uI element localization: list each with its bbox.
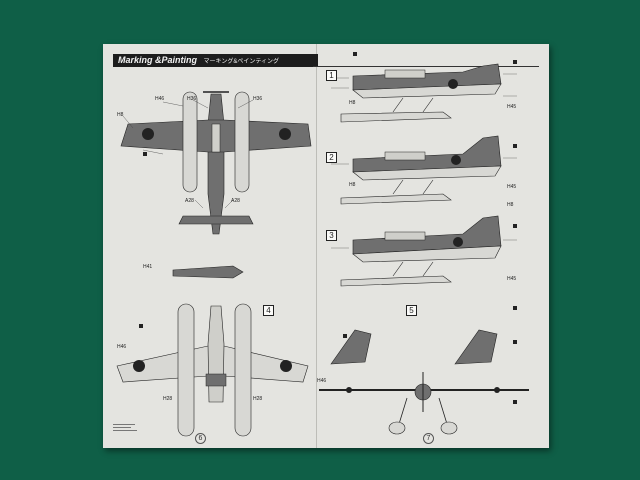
underside-aircraft bbox=[116, 265, 309, 437]
side-view-1 bbox=[340, 63, 502, 123]
scheme-number: 4 bbox=[263, 305, 274, 316]
marking-painting-header: Marking &Painting マーキング&ペインティング bbox=[113, 54, 318, 67]
scheme-number: 3 bbox=[326, 230, 337, 241]
header-subtitle: マーキング&ペインティング bbox=[203, 59, 279, 65]
instruction-sheet: Marking &Painting マーキング&ペインティング bbox=[103, 44, 549, 448]
callout-label: H46 bbox=[117, 344, 127, 350]
callout-label: H28 bbox=[253, 396, 263, 402]
callout-label: H28 bbox=[163, 396, 173, 402]
callout-label: H8 bbox=[349, 100, 356, 106]
callout-label: H46 bbox=[317, 378, 327, 384]
credit-text-block bbox=[113, 424, 137, 431]
scheme-number: 5 bbox=[406, 305, 417, 316]
callout-label: H46 bbox=[155, 96, 165, 102]
callout-label: H8 bbox=[349, 182, 356, 188]
tail-views bbox=[330, 329, 498, 365]
callout-label: H36 bbox=[187, 96, 197, 102]
page-number: 7 bbox=[423, 433, 434, 444]
callout-label: H45 bbox=[507, 184, 517, 190]
center-fold bbox=[316, 44, 317, 448]
side-view-2 bbox=[340, 135, 502, 205]
callout-label: H36 bbox=[253, 96, 263, 102]
scheme-number: 1 bbox=[326, 70, 337, 81]
page-number: 6 bbox=[195, 433, 206, 444]
header-title: Marking &Painting bbox=[118, 55, 198, 65]
callout-label: H45 bbox=[507, 104, 517, 110]
header-rule bbox=[313, 66, 539, 67]
front-view bbox=[319, 372, 529, 435]
side-view-3 bbox=[340, 215, 502, 287]
scheme-number: 2 bbox=[326, 152, 337, 163]
roundel-icon bbox=[142, 128, 154, 140]
callout-label: H8 bbox=[117, 112, 124, 118]
marking-square-icon bbox=[139, 52, 517, 404]
aircraft-drawings bbox=[116, 52, 529, 437]
callout-label: H8 bbox=[507, 202, 514, 208]
callout-label: A28 bbox=[231, 198, 240, 204]
top-view-aircraft bbox=[120, 91, 312, 235]
callout-label: A28 bbox=[185, 198, 194, 204]
callout-label: H45 bbox=[507, 276, 517, 282]
callout-label: H41 bbox=[143, 264, 153, 270]
